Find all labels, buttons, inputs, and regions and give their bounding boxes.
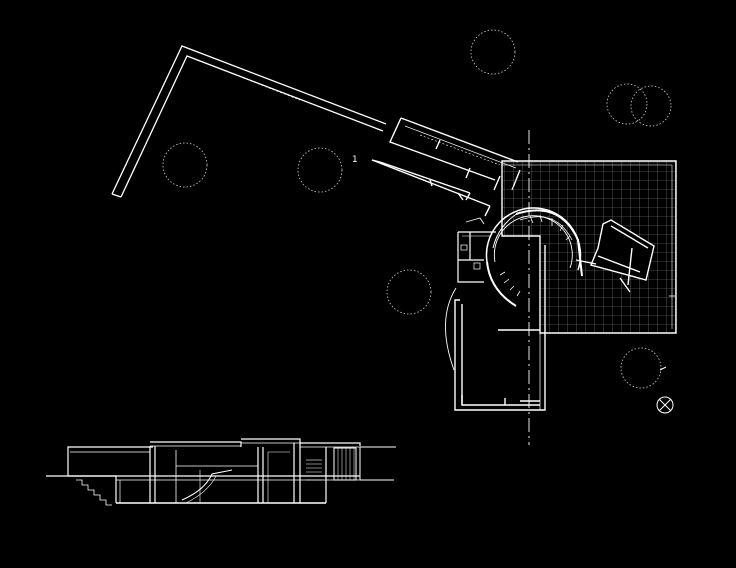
north-arrow-icon [656,396,674,414]
tree-2 [606,83,648,125]
tree-3 [630,85,672,127]
long-angled-wall [111,45,387,198]
service-rooms [457,217,496,283]
grid-tick-2 [659,366,667,371]
tree-7 [620,347,662,389]
site-plan: 1 [111,29,677,445]
building-section [46,438,396,506]
tree-5 [297,147,343,193]
gallery-wing [371,117,521,217]
tree-4 [162,142,208,188]
annotation-label: 1 [352,155,358,165]
trees [162,29,672,389]
tree-1 [470,29,516,75]
tree-6 [386,269,432,315]
angled-pavilion [575,219,655,293]
entry-arc [445,287,457,371]
main-building [454,238,546,411]
rotunda [485,207,583,307]
